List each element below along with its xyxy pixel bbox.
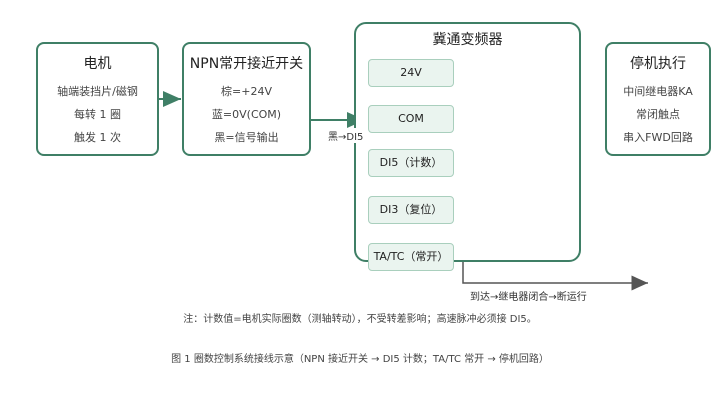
- black-to-di5-label: 黑→DI5: [328, 128, 364, 143]
- sensor-line: 棕=+24V: [221, 85, 272, 98]
- stop-title: 停机执行: [630, 56, 686, 72]
- sensor-line: 蓝=0V(COM): [211, 108, 282, 121]
- module-di3: DI3（复位）: [368, 196, 454, 224]
- stop-line: 中间继电器KA: [623, 85, 693, 98]
- relay-path-label: 到达→继电器闭合→断运行: [470, 292, 587, 303]
- motor-title: 电机: [83, 56, 112, 72]
- footnote: 注：计数值=电机实际圈数（测轴转动），不受转差影响；高速脉冲必须接 DI5。: [183, 314, 537, 325]
- arrow-relay-output: [462, 258, 648, 291]
- module-com: COM: [368, 105, 454, 133]
- motor-line: 触发 1 次: [74, 131, 121, 144]
- motor-box: 电机 轴端装挡片/磁钢 每转 1 圈 触发 1 次: [36, 42, 159, 156]
- motor-line: 每转 1 圈: [74, 108, 121, 121]
- figure-caption: 图 1 圈数控制系统接线示意（NPN 接近开关 → DI5 计数；TA/TC 常…: [171, 354, 549, 365]
- motor-line: 轴端装挡片/磁钢: [57, 85, 138, 98]
- module-24v: 24V: [368, 59, 454, 87]
- sensor-line: 黑=信号输出: [214, 131, 279, 144]
- module-ta-tc: TA/TC（常开）: [368, 243, 454, 271]
- stop-line: 串入FWD回路: [623, 131, 693, 144]
- sensor-title: NPN常开接近开关: [189, 56, 304, 72]
- vfd-box: 冀通变频器 24V COM DI5（计数） DI3（复位） TA/TC（常开）: [354, 22, 581, 271]
- stop-line: 常闭触点: [636, 108, 680, 121]
- sensor-box: NPN常开接近开关 棕=+24V 蓝=0V(COM) 黑=信号输出: [182, 42, 311, 156]
- module-di5: DI5（计数）: [368, 149, 454, 177]
- stop-box: 停机执行 中间继电器KA 常闭触点 串入FWD回路: [605, 42, 711, 156]
- vfd-title: 冀通变频器: [432, 32, 503, 48]
